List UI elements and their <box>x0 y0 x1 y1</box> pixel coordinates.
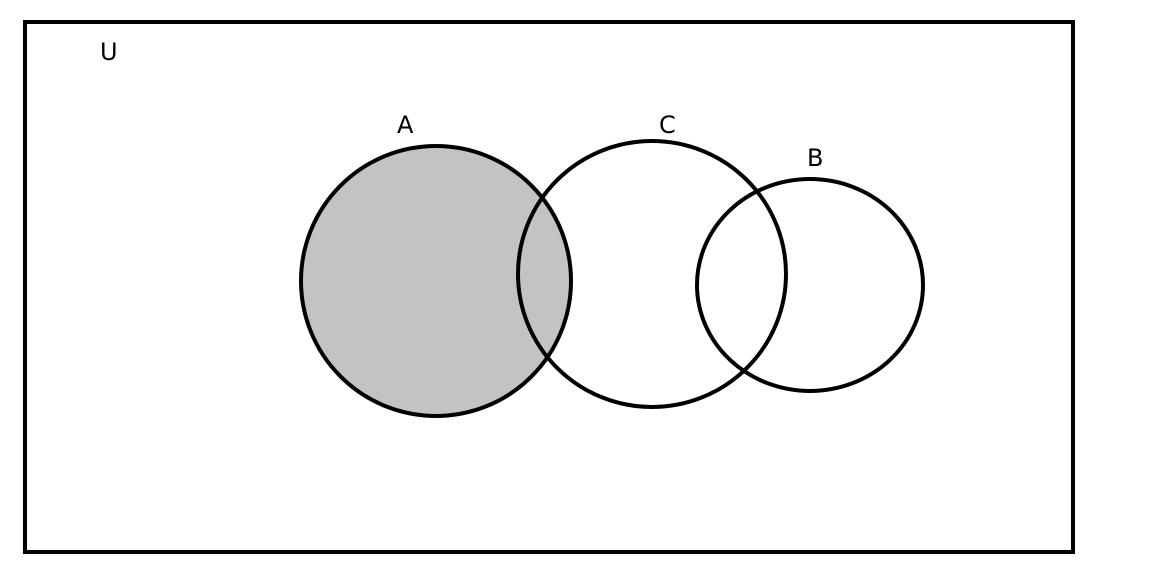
set-c-circle <box>516 139 788 409</box>
set-b-circle <box>695 177 925 393</box>
set-a-label: A <box>397 111 414 139</box>
universe-label: U <box>100 38 118 66</box>
set-b-label: B <box>807 144 823 172</box>
set-c-label: C <box>659 111 676 139</box>
set-a-circle <box>299 144 573 418</box>
